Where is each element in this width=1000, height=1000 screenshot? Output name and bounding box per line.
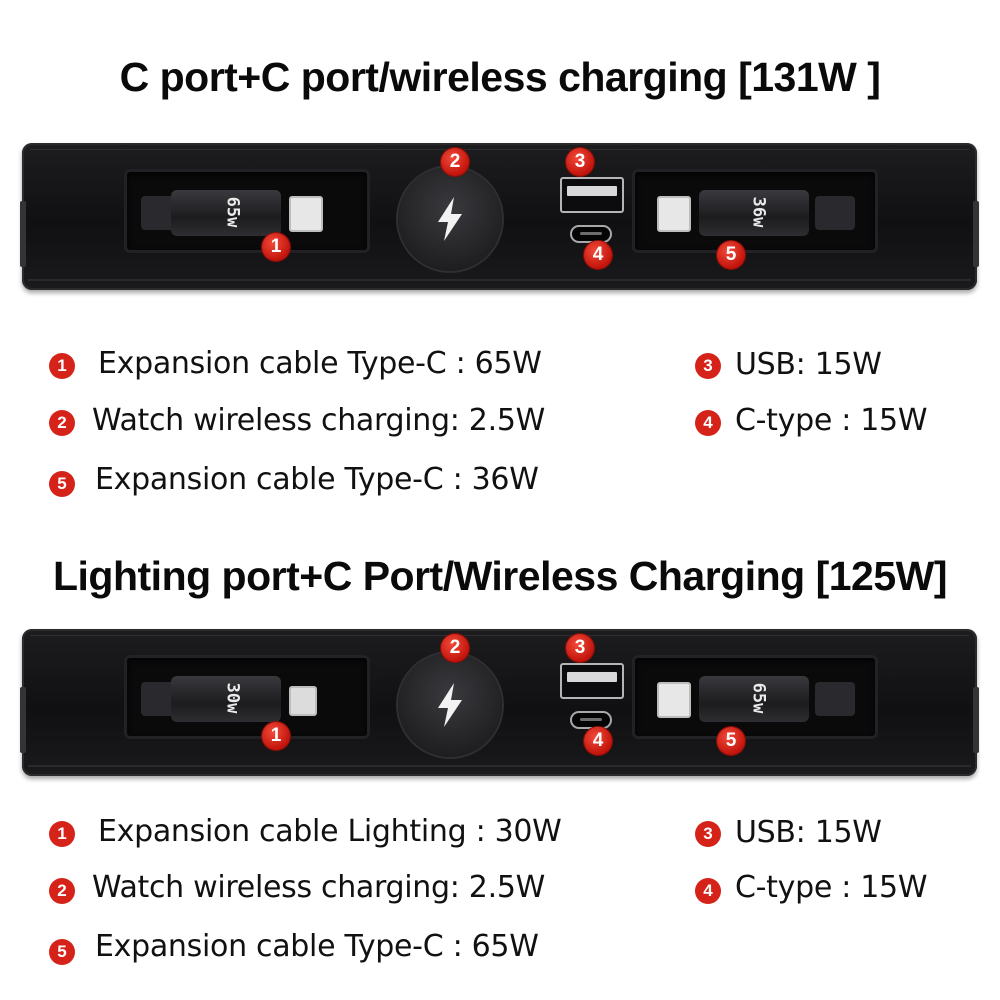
feature-badge: 2 xyxy=(49,878,75,904)
feature-text: Watch wireless charging: 2.5W xyxy=(92,403,545,438)
marker-2: 2 xyxy=(441,634,469,662)
feature-text: Watch wireless charging: 2.5W xyxy=(92,870,545,905)
cable-slot-right: 65w xyxy=(632,655,878,739)
lightning-connector-icon xyxy=(289,686,317,716)
feature-badge: 1 xyxy=(49,353,75,379)
feature-badge: 2 xyxy=(49,410,75,436)
lightning-bolt-icon xyxy=(438,683,462,727)
feature-text: USB: 15W xyxy=(735,815,882,850)
type-c-connector-icon xyxy=(657,196,691,232)
marker-3: 3 xyxy=(566,148,594,176)
marker-3: 3 xyxy=(566,634,594,662)
marker-4: 4 xyxy=(584,727,612,755)
power-bank-device: 30w 65w xyxy=(20,629,979,776)
wireless-charging-pad xyxy=(398,167,502,271)
cable-wattage-label: 30w xyxy=(222,682,243,714)
side-button xyxy=(973,687,979,753)
cable-slot-left: 65w xyxy=(124,169,370,253)
feature-text: USB: 15W xyxy=(735,347,882,382)
cable-wattage-label: 36w xyxy=(748,196,769,228)
usb-a-port-icon xyxy=(560,177,624,213)
side-button xyxy=(973,201,979,267)
lightning-bolt-icon xyxy=(438,197,462,241)
section-title: C port+C port/wireless charging [131W ] xyxy=(119,54,881,100)
feature-text: Expansion cable Lighting : 30W xyxy=(98,814,562,849)
marker-4: 4 xyxy=(584,241,612,269)
marker-2: 2 xyxy=(441,148,469,176)
cable-slot-right: 36w xyxy=(632,169,878,253)
usb-c-port-icon xyxy=(570,225,612,243)
feature-badge: 5 xyxy=(49,471,75,497)
side-button xyxy=(20,201,26,267)
usb-c-port-icon xyxy=(570,711,612,729)
type-c-connector-icon xyxy=(289,196,323,232)
feature-badge: 5 xyxy=(49,939,75,965)
feature-text: C-type : 15W xyxy=(735,870,928,905)
side-button xyxy=(20,687,26,753)
section-title: Lighting port+C Port/Wireless Charging [… xyxy=(53,553,948,599)
feature-badge: 4 xyxy=(695,878,721,904)
feature-text: Expansion cable Type-C : 65W xyxy=(98,346,542,381)
type-c-connector-icon xyxy=(657,682,691,718)
wireless-charging-pad xyxy=(398,653,502,757)
cable-wattage-label: 65w xyxy=(222,196,243,228)
marker-5: 5 xyxy=(717,241,745,269)
cable-wattage-label: 65w xyxy=(748,682,769,714)
marker-1: 1 xyxy=(262,722,290,750)
power-bank-device: 65w 36w xyxy=(20,143,979,290)
feature-badge: 3 xyxy=(695,821,721,847)
feature-badge: 4 xyxy=(695,410,721,436)
feature-text: Expansion cable Type-C : 65W xyxy=(95,929,539,964)
feature-badge: 3 xyxy=(695,353,721,379)
feature-text: C-type : 15W xyxy=(735,403,928,438)
usb-a-port-icon xyxy=(560,663,624,699)
feature-text: Expansion cable Type-C : 36W xyxy=(95,462,539,497)
marker-5: 5 xyxy=(717,727,745,755)
cable-slot-left: 30w xyxy=(124,655,370,739)
marker-1: 1 xyxy=(262,233,290,261)
feature-badge: 1 xyxy=(49,821,75,847)
